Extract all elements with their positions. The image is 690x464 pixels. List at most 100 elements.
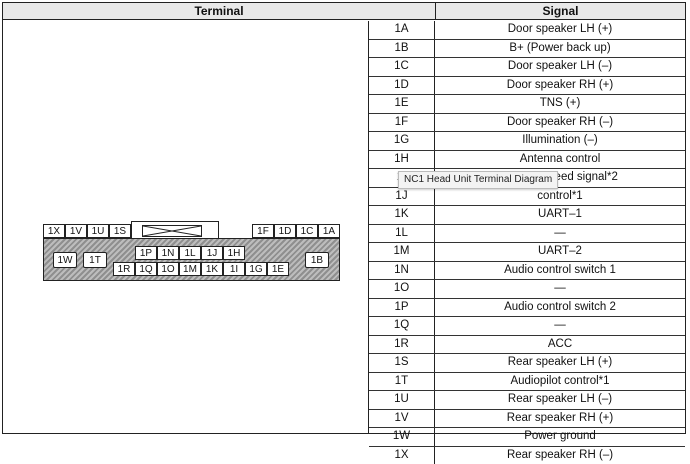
pin-1L: 1L: [179, 246, 201, 260]
signal-cell: —: [434, 224, 685, 243]
terminal-cell: 1M: [369, 242, 435, 262]
terminal-cell: 1B: [369, 39, 435, 58]
signal-cell: Door speaker LH (+): [434, 21, 685, 40]
table-row: 1Q—: [369, 316, 685, 336]
pin-1H: 1H: [223, 246, 245, 260]
terminal-cell: 1Q: [369, 316, 435, 336]
terminal-cell: 1R: [369, 335, 435, 354]
header-signal: Signal: [542, 4, 579, 18]
pin-1K: 1K: [201, 262, 223, 276]
pin-1E: 1E: [267, 262, 289, 276]
signal-cell: Rear speaker RH (+): [434, 409, 685, 428]
pin-1O: 1O: [157, 262, 179, 276]
connector-latch: [131, 221, 219, 239]
signal-cell: Door speaker RH (–): [434, 113, 685, 132]
terminal-cell: 1J: [369, 187, 435, 206]
pin-1A: 1A: [318, 224, 340, 238]
pin-1T: 1T: [83, 252, 107, 268]
terminal-cell: 1C: [369, 57, 435, 77]
signal-cell: Illumination (–): [434, 131, 685, 151]
pin-1X: 1X: [43, 224, 65, 238]
signal-cell: Audio control switch 1: [434, 261, 685, 280]
signal-cell: Door speaker RH (+): [434, 76, 685, 95]
signal-cell: B+ (Power back up): [434, 39, 685, 58]
terminal-cell: 1T: [369, 372, 435, 391]
latch-cross-icon: [142, 225, 202, 237]
terminal-cell: 1L: [369, 224, 435, 243]
table-header: Terminal Signal: [3, 3, 685, 20]
terminal-cell: 1P: [369, 298, 435, 317]
terminal-cell: 1X: [369, 446, 435, 464]
diagram-title-tooltip: NC1 Head Unit Terminal Diagram: [398, 171, 559, 189]
signal-cell: UART–2: [434, 242, 685, 262]
signal-cell: control*1: [434, 187, 685, 206]
signal-cell: Rear speaker LH (–): [434, 390, 685, 410]
terminal-cell: 1V: [369, 409, 435, 428]
signal-cell: TNS (+): [434, 94, 685, 114]
pin-1S: 1S: [109, 224, 131, 238]
signal-cell: Audio control switch 2: [434, 298, 685, 317]
signal-cell: Rear speaker LH (+): [434, 353, 685, 373]
terminal-cell: 1E: [369, 94, 435, 114]
pin-1C: 1C: [296, 224, 318, 238]
signal-cell: ACC: [434, 335, 685, 354]
terminal-cell: 1F: [369, 113, 435, 132]
pin-1G: 1G: [245, 262, 267, 276]
pin-1J: 1J: [201, 246, 223, 260]
signal-cell: Door speaker LH (–): [434, 57, 685, 77]
pin-1M: 1M: [179, 262, 201, 276]
terminal-cell: 1U: [369, 390, 435, 410]
terminal-cell: 1G: [369, 131, 435, 151]
table-row: 1X Rear speaker RH (–): [369, 446, 685, 464]
terminal-cell: 1N: [369, 261, 435, 280]
pin-1V: 1V: [65, 224, 87, 238]
signal-cell: —: [434, 279, 685, 299]
connector-panel: 1X 1V 1U 1S 1F 1D 1C 1A 1W 1T 1P 1N 1L 1…: [3, 21, 369, 433]
pin-1D: 1D: [274, 224, 296, 238]
table-row: 1O—: [369, 279, 685, 299]
pin-1R: 1R: [113, 262, 135, 276]
terminal-cell: 1H: [369, 150, 435, 169]
header-terminal: Terminal: [3, 3, 436, 19]
pin-1I: 1I: [223, 262, 245, 276]
pin-1N: 1N: [157, 246, 179, 260]
connector-diagram: 1X 1V 1U 1S 1F 1D 1C 1A 1W 1T 1P 1N 1L 1…: [43, 221, 340, 281]
terminal-cell: 1A: [369, 21, 435, 40]
pin-1F: 1F: [252, 224, 274, 238]
signal-cell: UART–1: [434, 205, 685, 225]
pin-1P: 1P: [135, 246, 157, 260]
pin-1B: 1B: [305, 252, 329, 268]
table-row: 1L—: [369, 224, 685, 243]
pin-1Q: 1Q: [135, 262, 157, 276]
terminal-cell: 1S: [369, 353, 435, 373]
terminal-cell: 1K: [369, 205, 435, 225]
signal-cell: Audiopilot control*1: [434, 372, 685, 391]
terminal-cell: 1D: [369, 76, 435, 95]
pin-1W: 1W: [53, 252, 77, 268]
signal-cell: Antenna control: [434, 150, 685, 169]
terminal-cell: 1O: [369, 279, 435, 299]
signal-cell: —: [434, 316, 685, 336]
signal-cell: Rear speaker RH (–): [506, 448, 614, 461]
pin-1U: 1U: [87, 224, 109, 238]
